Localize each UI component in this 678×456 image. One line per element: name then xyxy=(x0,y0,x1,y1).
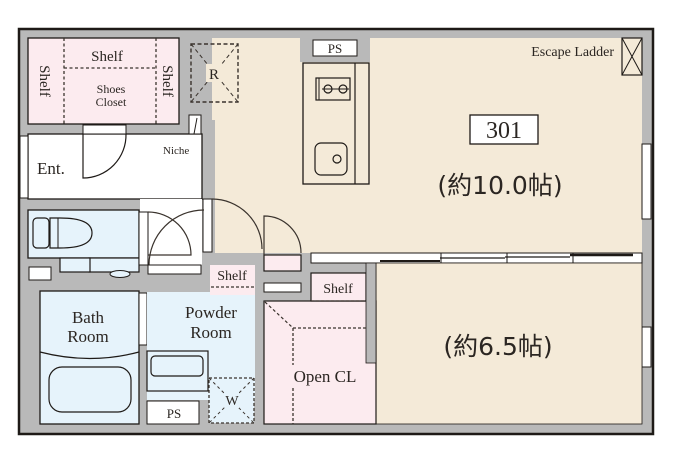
powder-label-2: Room xyxy=(190,323,232,342)
powder-label-1: Powder xyxy=(185,303,237,322)
second-room-area: (約6.5帖) xyxy=(443,332,552,361)
sink-icon xyxy=(314,142,348,176)
shelf-right-label: Shelf xyxy=(159,65,175,97)
second-room xyxy=(375,262,643,425)
shoes-closet xyxy=(27,37,180,125)
toilet-tank-icon xyxy=(32,217,50,249)
window-main xyxy=(641,143,652,220)
entrance-label: Ent. xyxy=(37,159,65,178)
window-second xyxy=(641,326,652,368)
toilet-bowl-icon xyxy=(49,217,93,249)
closet-shelf-label: Shelf xyxy=(323,282,353,297)
washer-label: W xyxy=(225,394,239,409)
vanity-basin-icon xyxy=(150,355,204,377)
ps-bottom-label: PS xyxy=(167,406,181,421)
toilet-sink-icon xyxy=(109,270,131,278)
niche xyxy=(188,114,202,135)
ps-top-box xyxy=(312,39,358,57)
unit-number: 301 xyxy=(486,118,522,144)
bath-label-1: Bath xyxy=(72,308,105,327)
front-door[interactable] xyxy=(19,135,29,199)
shelf-top-label: Shelf xyxy=(91,49,123,65)
bath-label-2: Room xyxy=(67,327,109,346)
ps-bottom-box xyxy=(146,400,200,425)
shoes-closet-label-1: Shoes xyxy=(97,82,126,96)
hall-closet-door xyxy=(263,282,302,293)
closet-shelf xyxy=(310,272,367,302)
powder-door-opening xyxy=(147,264,202,275)
toilet-shelf-box xyxy=(28,266,52,281)
ps-top-label: PS xyxy=(328,41,342,56)
toilet-door-swing[interactable] xyxy=(147,211,192,256)
closet-door-swing[interactable] xyxy=(82,133,127,179)
powder-shelf-label: Shelf xyxy=(217,269,247,284)
open-closet-label: Open CL xyxy=(294,367,357,386)
refrigerator-space xyxy=(190,43,239,103)
niche-label: Niche xyxy=(163,145,189,157)
refrigerator-label: R xyxy=(209,67,219,83)
shelf-left-label: Shelf xyxy=(36,65,52,97)
closet-door-opening xyxy=(82,124,127,135)
bathtub-icon xyxy=(48,366,132,413)
hall-closet-door-swing[interactable] xyxy=(263,215,302,255)
powder-shelf xyxy=(210,265,255,295)
open-closet xyxy=(263,300,377,425)
shoes-closet-label-2: Closet xyxy=(96,95,127,109)
toilet-door-opening xyxy=(138,211,149,266)
living-door-swing[interactable] xyxy=(211,198,263,250)
entrance xyxy=(27,133,203,200)
main-room-area: (約10.0帖) xyxy=(437,171,562,200)
bath-door[interactable] xyxy=(138,292,148,346)
hall-closet xyxy=(263,254,302,272)
escape-ladder-label: Escape Ladder xyxy=(531,45,614,60)
unit-number-box xyxy=(469,114,539,145)
living-door-opening xyxy=(202,198,213,253)
main-room xyxy=(212,38,642,253)
